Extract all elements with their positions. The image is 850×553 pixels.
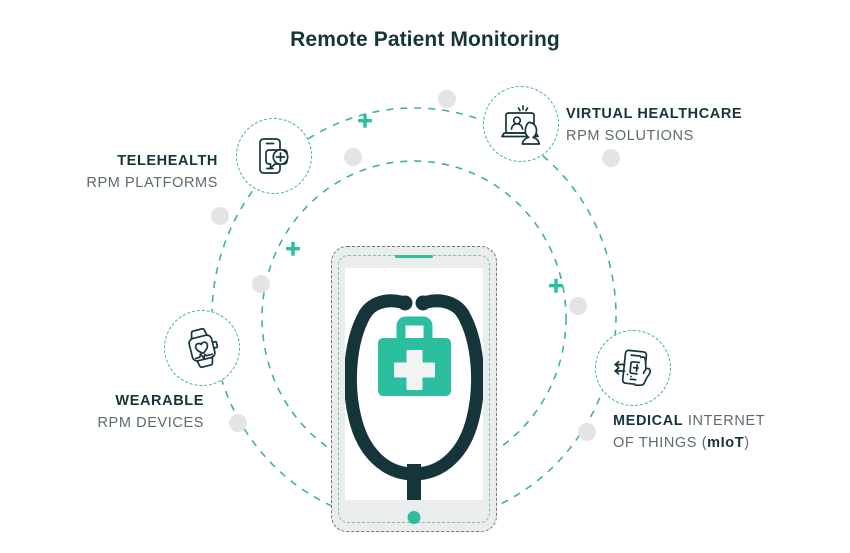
speaker-bar-icon (395, 255, 433, 259)
orbit-dot (252, 275, 270, 293)
stethoscope-medical-bag-icon (345, 268, 483, 500)
label-miot-line2: OF THINGS (mIoT) (613, 432, 765, 454)
orbit-ring-outer (211, 107, 617, 525)
label-wearable-line1: WEARABLE (115, 393, 204, 409)
orbit-dot (211, 207, 229, 225)
label-miot-paren: ) (744, 435, 750, 451)
plus-mark (358, 113, 372, 128)
home-button[interactable] (407, 511, 421, 524)
phone-chat-plus-icon (259, 138, 289, 174)
label-telehealth: TELEHEALTH RPM PLATFORMS (86, 150, 218, 194)
smartwatch-heart-icon (188, 327, 219, 369)
label-miot-of-things: OF THINGS ( (613, 435, 708, 451)
icon-node-virtual-healthcare[interactable] (483, 86, 559, 162)
orbit-dot (569, 297, 587, 315)
orbit-dot (602, 149, 620, 167)
label-virtual-healthcare: VIRTUAL HEALTHCARE RPM SOLUTIONS (566, 103, 742, 147)
icon-node-telehealth[interactable] (236, 118, 312, 194)
orbit-dot (229, 414, 247, 432)
orbit-dot (344, 148, 362, 166)
label-wearable: WEARABLE RPM DEVICES (97, 390, 204, 434)
page-title: Remote Patient Monitoring (290, 28, 560, 51)
icon-node-miot[interactable] (595, 330, 671, 406)
label-miot-internet: INTERNET (683, 413, 766, 429)
label-miot-medical: MEDICAL (613, 413, 684, 429)
central-phone-device (331, 246, 497, 532)
label-virtual-line2: RPM SOLUTIONS (566, 128, 694, 144)
hand-phone-cross-icon (614, 349, 652, 387)
label-miot-abbrev: mIoT (707, 435, 745, 451)
label-telehealth-line2: RPM PLATFORMS (86, 175, 218, 191)
plus-mark (286, 241, 300, 256)
label-telehealth-line1: TELEHEALTH (117, 153, 218, 169)
label-wearable-line2: RPM DEVICES (97, 415, 204, 431)
laptop-video-consult-icon (501, 105, 541, 145)
plus-mark (549, 278, 563, 293)
label-virtual-line1: VIRTUAL HEALTHCARE (566, 106, 743, 122)
label-miot-line1: MEDICAL INTERNET (613, 410, 765, 432)
orbit-dot (438, 90, 456, 108)
icon-node-wearable[interactable] (164, 310, 240, 386)
label-miot: MEDICAL INTERNET OF THINGS (mIoT) (613, 410, 765, 454)
orbit-dot (578, 423, 596, 441)
